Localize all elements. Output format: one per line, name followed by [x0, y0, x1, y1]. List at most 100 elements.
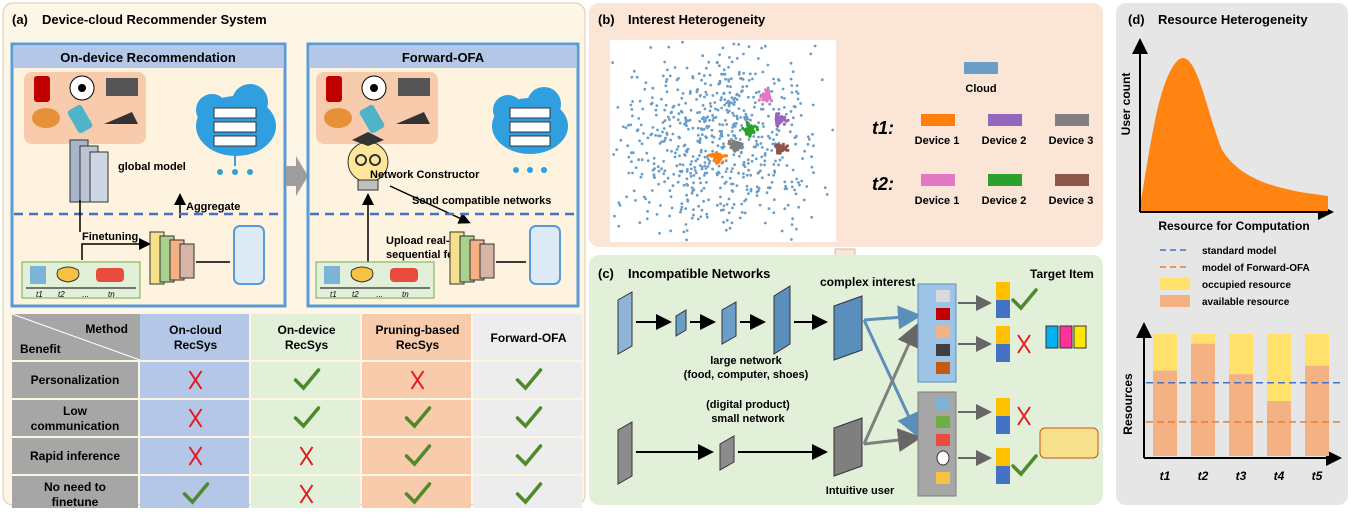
scatter-point: [684, 149, 688, 153]
scatter-point: [652, 162, 656, 166]
scatter-point: [685, 66, 689, 70]
cluster-point: [786, 118, 790, 122]
scatter-point: [799, 102, 802, 105]
scatter-point: [718, 137, 721, 141]
scatter-point: [754, 72, 757, 76]
scatter-point: [705, 93, 709, 96]
cluster-point: [783, 145, 787, 150]
scatter-point: [783, 106, 786, 109]
panel-b-tag: (b): [598, 12, 615, 27]
table-cell: [473, 362, 582, 398]
scatter-point: [691, 155, 695, 158]
table-header-label: RecSys: [396, 338, 440, 352]
scatter-point: [783, 207, 787, 211]
x-tick-label: t1: [1160, 469, 1171, 483]
scatter-point: [613, 214, 616, 218]
scatter-point: [635, 75, 639, 79]
scatter-point: [704, 119, 707, 123]
scatter-point: [790, 180, 794, 184]
scatter-point: [698, 154, 701, 157]
scatter-point: [755, 194, 759, 198]
scatter-point: [715, 203, 719, 207]
device-label: Device 2: [982, 195, 1027, 207]
scatter-point: [627, 123, 630, 127]
scatter-point: [678, 121, 682, 125]
scatter-point: [678, 169, 682, 173]
scatter-point: [746, 158, 750, 162]
scatter-point: [698, 164, 702, 167]
scatter-point: [738, 70, 741, 74]
table-cell-check-icon: [515, 482, 543, 505]
scatter-point: [689, 163, 692, 166]
scatter-point: [777, 107, 781, 111]
scatter-point: [654, 108, 658, 112]
scatter-point: [617, 224, 621, 228]
scatter-point: [735, 114, 739, 118]
scatter-point: [711, 140, 714, 144]
scatter-point: [664, 84, 668, 88]
scatter-point: [658, 231, 661, 235]
scatter-point: [679, 208, 683, 212]
scatter-point: [703, 107, 707, 111]
comparison-table: Method Benefit On-cloudRecSysOn-deviceRe…: [11, 313, 582, 512]
scatter-point: [721, 123, 725, 127]
scatter-point: [716, 144, 720, 148]
small-network-label-2: small network: [711, 413, 785, 425]
scatter-point: [665, 90, 669, 94]
scatter-point: [691, 75, 695, 78]
scatter-point: [663, 108, 667, 112]
scatter-point: [639, 123, 643, 127]
scatter-point: [791, 70, 795, 74]
cluster-point: [786, 148, 790, 152]
scatter-point: [665, 149, 669, 152]
panel-d: (d) Resource Heterogeneity User count Re…: [1116, 3, 1348, 505]
scatter-point: [677, 135, 681, 139]
scatter-point: [689, 172, 692, 175]
item-icons: [32, 75, 138, 134]
scatter-point: [714, 107, 717, 111]
scatter-point: [662, 172, 666, 176]
scatter-point: [703, 155, 707, 159]
scatter-point: [707, 60, 711, 64]
cluster-point: [740, 142, 744, 146]
scatter-point: [680, 96, 684, 100]
scatter-point: [684, 116, 687, 120]
scatter-point: [732, 42, 736, 46]
scatter-point: [668, 214, 671, 218]
scatter-point: [664, 80, 668, 84]
scatter-point: [724, 170, 728, 174]
table-header-cell: [473, 314, 582, 360]
cluster-point: [745, 120, 749, 125]
scatter-point: [665, 78, 669, 81]
scatter-point: [725, 218, 729, 222]
scatter-point: [712, 135, 716, 139]
scatter-point: [735, 122, 738, 125]
panel-d-tag: (d): [1128, 12, 1145, 27]
cluster-point: [776, 148, 780, 152]
scatter-point: [721, 46, 725, 50]
timeline-right-ellipsis: ...: [376, 290, 383, 299]
x-tick-label: t2: [1198, 469, 1209, 483]
scatter-point: [823, 186, 827, 190]
scatter-point: [696, 133, 700, 137]
scatter-point: [747, 138, 751, 141]
scatter-point: [774, 159, 777, 163]
scatter-point: [668, 124, 672, 128]
scatter-point: [653, 167, 656, 171]
table-row-label: No need to: [44, 480, 106, 494]
timeline-t2: t2: [58, 290, 65, 299]
scatter-point: [705, 181, 708, 184]
scatter-point: [700, 165, 704, 169]
scatter-point: [698, 119, 702, 123]
scatter-point: [645, 217, 649, 221]
cluster-point: [744, 128, 748, 132]
distribution-curve: [1141, 58, 1328, 211]
scatter-point: [695, 98, 698, 101]
scatter-point: [686, 119, 690, 123]
available-resource-bar: [1229, 374, 1253, 456]
scatter-point: [761, 122, 765, 125]
legend-label: model of Forward-OFA: [1202, 263, 1310, 274]
scatter-point: [745, 184, 749, 188]
